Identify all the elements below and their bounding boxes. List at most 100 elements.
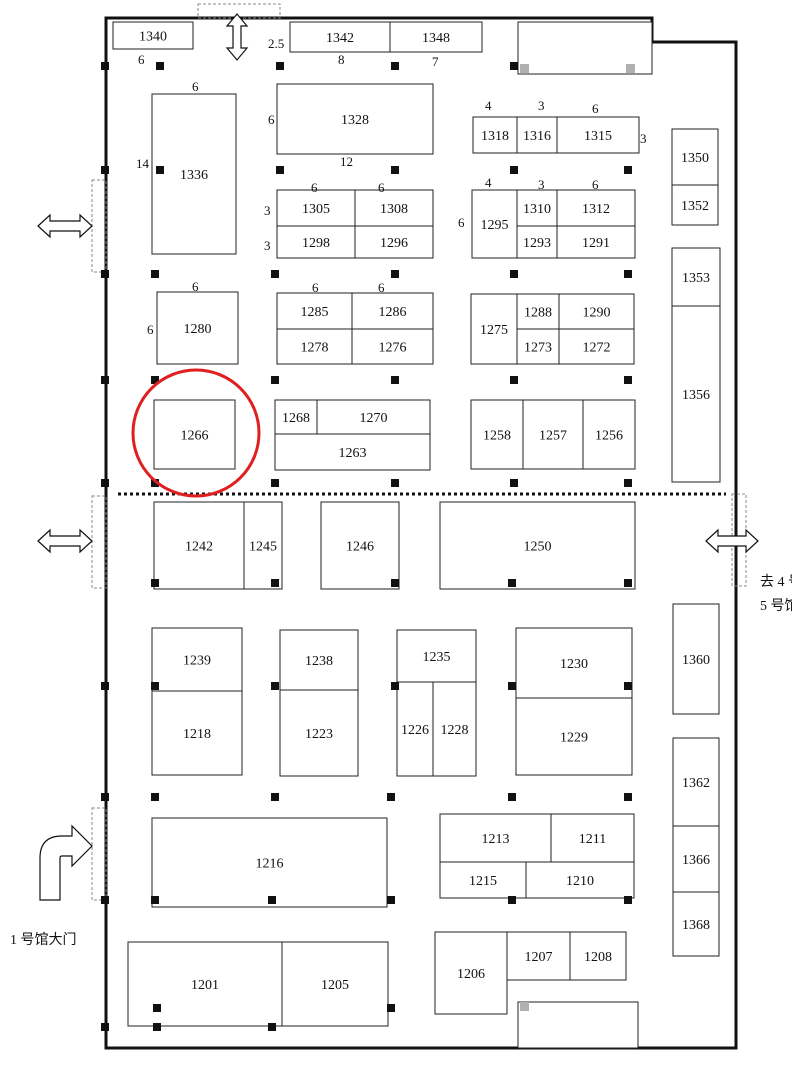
booth-label: 1352 — [681, 199, 709, 214]
booth-1239[interactable]: 1239 — [151, 627, 243, 692]
booth-1290[interactable]: 1290 — [558, 293, 635, 330]
booth-1205[interactable]: 1205 — [281, 941, 389, 1027]
pillar — [391, 682, 399, 690]
booth-1229[interactable]: 1229 — [515, 697, 633, 776]
booth-1368[interactable]: 1368 — [672, 891, 720, 957]
booth-1348[interactable]: 1348 — [389, 21, 483, 53]
booth-1342[interactable]: 1342 — [289, 21, 391, 53]
booth-1213[interactable]: 1213 — [439, 813, 552, 863]
booth-1258[interactable]: 1258 — [470, 399, 524, 470]
booth-1210[interactable]: 1210 — [525, 861, 635, 899]
pillar — [510, 479, 518, 487]
booth-1288[interactable]: 1288 — [516, 293, 560, 330]
booth-1280[interactable]: 1280 — [156, 291, 239, 365]
booth-1235[interactable]: 1235 — [396, 629, 477, 683]
booth-1208[interactable]: 1208 — [569, 931, 627, 981]
booth-1356[interactable]: 1356 — [671, 305, 721, 483]
dimension-label: 6 — [458, 215, 465, 230]
booth-1201[interactable]: 1201 — [127, 941, 283, 1027]
booth-1211[interactable]: 1211 — [550, 813, 635, 863]
booth-1310[interactable]: 1310 — [516, 189, 558, 227]
booth-1353[interactable]: 1353 — [671, 247, 721, 307]
booth-label: 1290 — [583, 306, 611, 321]
pillar — [624, 579, 632, 587]
booth-label: 1316 — [523, 129, 551, 144]
booth-1246[interactable]: 1246 — [320, 501, 400, 590]
booth-1273[interactable]: 1273 — [516, 328, 560, 365]
booth-outline — [569, 931, 627, 981]
booth-outline — [151, 690, 243, 776]
booth-1238[interactable]: 1238 — [279, 629, 359, 691]
booth-1250[interactable]: 1250 — [439, 501, 636, 590]
booth-1226[interactable]: 1226 — [396, 681, 434, 777]
booth-1360[interactable]: 1360 — [672, 603, 720, 715]
booth-outline — [289, 21, 391, 53]
booth-1366[interactable]: 1366 — [672, 825, 720, 893]
booth-outline — [153, 399, 236, 470]
booth-label: 1230 — [560, 657, 588, 672]
booth-1312[interactable]: 1312 — [556, 189, 636, 227]
booth-1206[interactable]: 1206 — [434, 931, 508, 1015]
booth-label: 1288 — [524, 306, 552, 321]
booth-1316[interactable]: 1316 — [516, 116, 558, 154]
booth-1228[interactable]: 1228 — [432, 681, 477, 777]
booth-1268[interactable]: 1268 — [274, 399, 318, 435]
main-gate-label: 1 号馆大门 — [10, 932, 77, 948]
booth-label: 1223 — [305, 727, 333, 742]
booth-1295[interactable]: 1295 — [471, 189, 518, 259]
booth-1256[interactable]: 1256 — [582, 399, 636, 470]
pillar — [510, 270, 518, 278]
pillar — [151, 270, 159, 278]
pillar — [151, 793, 159, 801]
booth-label: 1250 — [524, 540, 552, 555]
booth-1218[interactable]: 1218 — [151, 690, 243, 776]
booth-1328[interactable]: 1328 — [276, 83, 434, 155]
booth-1257[interactable]: 1257 — [522, 399, 584, 470]
booth-1278[interactable]: 1278 — [276, 328, 353, 365]
booth-label: 1298 — [302, 236, 330, 251]
booth-1286[interactable]: 1286 — [351, 292, 434, 330]
booth-1336[interactable]: 1336 — [151, 93, 237, 255]
booth-1276[interactable]: 1276 — [351, 328, 434, 365]
booth-1350[interactable]: 1350 — [671, 128, 719, 186]
booth-1285[interactable]: 1285 — [276, 292, 353, 330]
booth-1362[interactable]: 1362 — [672, 737, 720, 827]
booth-label: 1211 — [579, 832, 606, 847]
pillar — [271, 376, 279, 384]
booth-1242[interactable]: 1242 — [153, 501, 245, 590]
booth-outline — [151, 817, 388, 908]
booth-1352[interactable]: 1352 — [671, 184, 719, 226]
booth-1245[interactable]: 1245 — [243, 501, 283, 590]
booth-1263[interactable]: 1263 — [274, 433, 431, 471]
booth-1296[interactable]: 1296 — [354, 225, 434, 259]
booth-1308[interactable]: 1308 — [354, 189, 434, 227]
booth-1266[interactable]: 1266 — [153, 399, 236, 470]
booth-label: 1310 — [523, 202, 551, 217]
booth-label: 1216 — [256, 857, 284, 872]
booth-1291[interactable]: 1291 — [556, 225, 636, 259]
booth-1293[interactable]: 1293 — [516, 225, 558, 259]
booth-outline — [351, 328, 434, 365]
booth-1272[interactable]: 1272 — [558, 328, 635, 365]
booth-1230[interactable]: 1230 — [515, 627, 633, 699]
booth-label: 1340 — [139, 30, 167, 45]
booth-1298[interactable]: 1298 — [276, 225, 356, 259]
dimension-label: 3 — [264, 238, 271, 253]
booth-1275[interactable]: 1275 — [470, 293, 518, 365]
dimension-label: 4 — [485, 98, 492, 113]
booth-1215[interactable]: 1215 — [439, 861, 527, 899]
booth-1216[interactable]: 1216 — [151, 817, 388, 908]
pillar — [101, 682, 109, 690]
booth-1318[interactable]: 1318 — [472, 116, 518, 154]
booth-1305[interactable]: 1305 — [276, 189, 356, 227]
booth-label: 1257 — [539, 429, 567, 444]
booth-1223[interactable]: 1223 — [279, 689, 359, 777]
booth-1315[interactable]: 1315 — [556, 116, 640, 154]
booth-1340[interactable]: 1340 — [112, 21, 194, 50]
pillar — [268, 896, 276, 904]
pillar — [151, 376, 159, 384]
booth-1270[interactable]: 1270 — [316, 399, 431, 435]
hall-outline — [104, 16, 738, 1050]
booth-1207[interactable]: 1207 — [506, 931, 571, 981]
